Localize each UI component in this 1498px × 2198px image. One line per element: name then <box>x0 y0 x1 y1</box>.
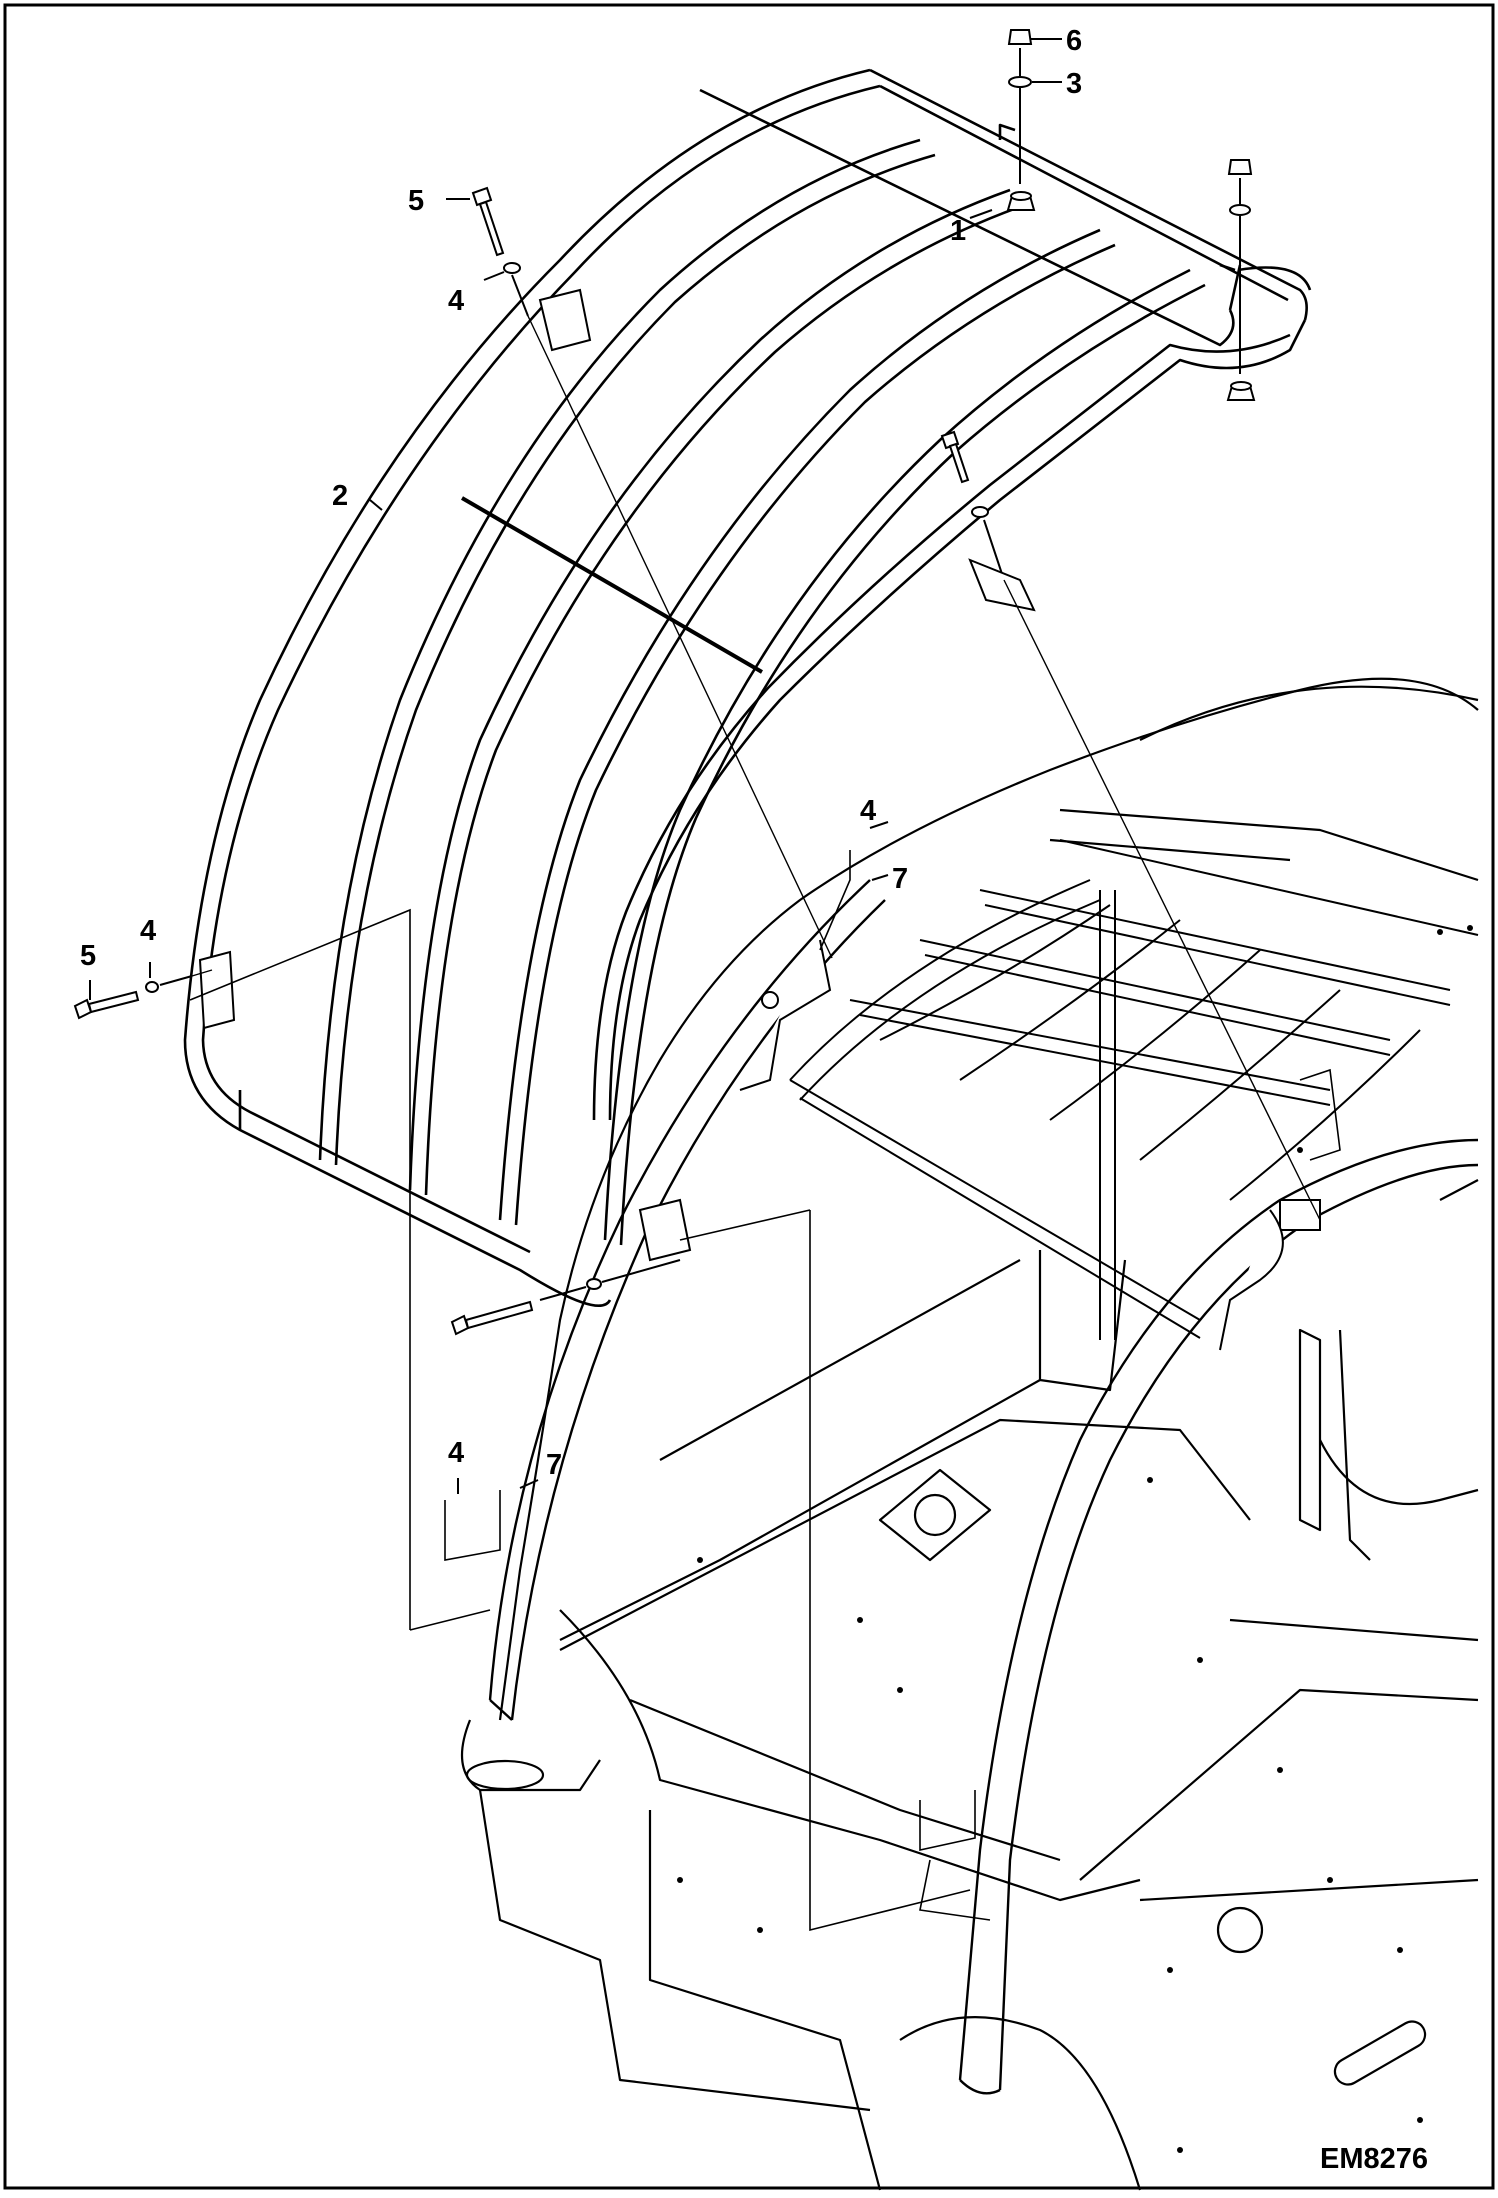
callout-5-upper: 5 <box>408 185 424 217</box>
deck-grid-guard <box>789 839 1479 1340</box>
figure-id: EM8276 <box>1320 2143 1428 2175</box>
callout-4-mid: 4 <box>860 795 876 827</box>
callout-leaders <box>89 38 1062 1494</box>
side-bolt-lower <box>450 1259 681 1336</box>
callout-3: 3 <box>1066 68 1082 100</box>
callout-1: 1 <box>950 215 966 247</box>
fixed-guard-front-hoop <box>958 1138 1479 2095</box>
callout-labels: 6 3 1 5 4 2 4 7 5 4 4 7 <box>80 25 1082 1481</box>
rear-bolt-upper <box>471 186 529 317</box>
top-guard-assembly <box>183 68 1312 1307</box>
front-bolt-right <box>940 430 1005 581</box>
callout-7-lower: 7 <box>546 1449 562 1481</box>
fixed-guard-rear-hoop <box>488 879 886 1721</box>
callout-7-mid: 7 <box>892 863 908 895</box>
callout-4-left: 4 <box>140 915 156 947</box>
assembly-lines <box>191 315 1321 1221</box>
detail-frames <box>189 850 1341 1932</box>
machine-upperstructure <box>460 677 1479 2191</box>
side-bolt-left <box>73 975 193 1020</box>
drawing-border <box>3 3 1495 2190</box>
callout-6: 6 <box>1066 25 1082 57</box>
callout-4-upper: 4 <box>448 285 464 317</box>
mounting-brackets <box>198 288 1321 1351</box>
guard-crossbar <box>460 496 764 674</box>
rubber-bumpers <box>1006 191 1256 401</box>
hardware-dots <box>677 925 1473 2153</box>
callout-5-left: 5 <box>80 940 96 972</box>
top-hardware <box>1007 29 1253 374</box>
callout-2: 2 <box>332 480 348 512</box>
callout-4-lower: 4 <box>448 1437 464 1469</box>
